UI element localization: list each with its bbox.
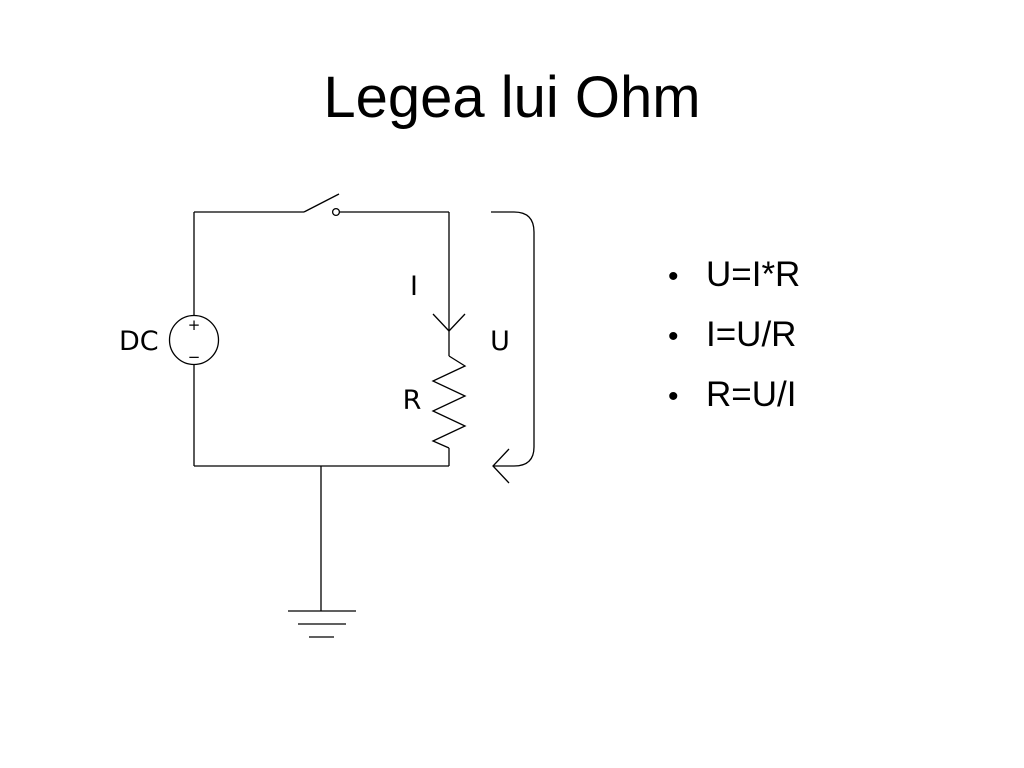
switch-contact <box>331 207 341 217</box>
formula-item: • I=U/R <box>668 306 800 366</box>
bullet-icon: • <box>668 260 679 293</box>
slide-title: Legea lui Ohm <box>323 65 701 130</box>
formula-list: • U=I*R • I=U/R • R=U/I <box>668 246 800 426</box>
current-arrow <box>432 313 466 332</box>
formula-item: • U=I*R <box>668 246 800 306</box>
bullet-icon: • <box>668 380 679 413</box>
formula-item: • R=U/I <box>668 366 800 426</box>
current-label: I <box>410 271 418 302</box>
switch-blade <box>303 193 340 213</box>
formula-text: I=U/R <box>706 315 797 354</box>
formula-text: R=U/I <box>706 375 797 414</box>
resistor <box>431 355 467 449</box>
voltage-bracket <box>491 211 535 467</box>
voltage-arrow-head <box>492 448 510 484</box>
dc-source-circle <box>168 314 220 366</box>
dc-source-label: DC <box>119 326 159 357</box>
dc-source-plus: + <box>188 316 201 334</box>
resistor-label: R <box>403 385 422 416</box>
voltage-label: U <box>490 326 510 357</box>
ground-symbol <box>288 610 356 638</box>
bullet-icon: • <box>668 320 679 353</box>
formula-text: U=I*R <box>706 255 801 294</box>
dc-source-minus: − <box>188 348 201 366</box>
